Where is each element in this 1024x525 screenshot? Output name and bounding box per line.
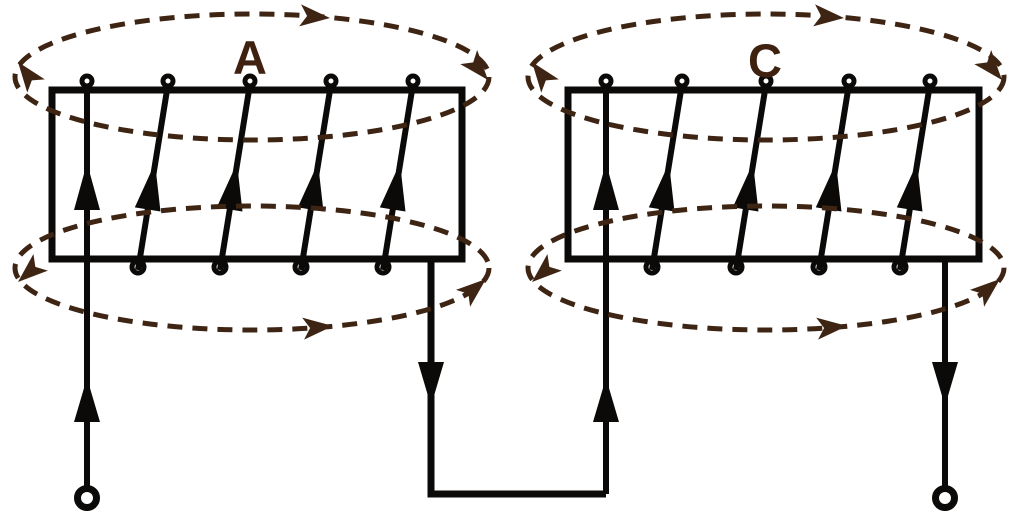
coil-a-top-hook-1	[79, 73, 95, 89]
coil-c-core	[564, 86, 983, 263]
coil-c-bottom-hook-1	[643, 258, 661, 276]
field-arrow-c-upper-top	[813, 4, 844, 27]
coil-a-bottom-hook-3	[292, 258, 310, 276]
current-arrow-input-lead-up	[74, 378, 100, 422]
field-arrow-a-upper-top	[299, 4, 330, 27]
coil-c-top-hook-1	[598, 73, 614, 89]
coil-a-top-hook-4	[323, 73, 339, 89]
terminal-right	[932, 485, 958, 511]
current-arrow-coil-c-winding-2	[648, 163, 675, 212]
current-arrow-coil-a-out-down	[418, 362, 444, 406]
coil-a-top-hook-5	[405, 73, 421, 89]
field-line-coil-c-lower	[525, 203, 1007, 333]
current-arrow-output-lead-down	[932, 362, 958, 406]
coil-c-bottom-hook-3	[810, 258, 828, 276]
coil-a-top-hook-3	[242, 73, 258, 89]
current-arrow-coil-a-winding-1	[74, 163, 100, 210]
current-arrow-coil-a-winding-2	[134, 163, 161, 212]
field-arrow-a-lower-bottom	[302, 317, 333, 340]
coil-a-bottom-hook-1	[129, 258, 147, 276]
coil-a-label: A	[233, 31, 267, 84]
field-line-coil-a-lower	[12, 203, 492, 333]
coil-c-top-hook-3	[758, 73, 774, 89]
field-arrow-a-upper-right	[460, 49, 488, 80]
coil-a-core	[48, 86, 466, 263]
coil-c-top-hook-5	[922, 73, 938, 89]
coil-a-bottom-hook-2	[211, 258, 229, 276]
current-arrow-coil-c-winding-4	[815, 163, 842, 212]
coil-c-top-hook-4	[841, 73, 857, 89]
current-arrow-coil-c-winding-1	[593, 163, 619, 210]
field-arrow-c-upper-left	[532, 62, 559, 93]
coil-a-bottom-hook-4	[374, 258, 392, 276]
current-arrow-coil-a-winding-4	[297, 163, 324, 212]
coil-c-bottom-hook-4	[891, 258, 909, 276]
field-arrow-c-upper-right	[974, 49, 1002, 80]
field-arrow-a-upper-left	[18, 62, 45, 93]
coil-c-bottom-hook-2	[727, 258, 745, 276]
coil-a-top-hook-2	[160, 73, 176, 89]
field-arrow-c-lower-bottom	[816, 317, 847, 340]
terminal-left	[74, 485, 100, 511]
current-arrow-coil-a-winding-3	[216, 163, 243, 212]
current-arrow-coil-c-winding-5	[896, 163, 923, 212]
field-arrow-c-lower-right	[969, 279, 1000, 307]
field-arrow-c-lower-left	[532, 254, 562, 282]
field-line-coil-a-upper	[12, 11, 492, 143]
connector-wire	[427, 259, 606, 498]
field-arrow-a-lower-left	[18, 254, 48, 282]
current-arrow-coil-a-winding-5	[379, 163, 406, 212]
coil-c-label: C	[748, 34, 782, 87]
field-line-coil-c-upper	[525, 11, 1007, 143]
field-arrow-a-lower-right	[455, 279, 486, 307]
current-arrow-coil-c-winding-3	[732, 163, 759, 212]
coil-c-top-hook-2	[674, 73, 690, 89]
current-arrow-coil-c-in-up	[593, 378, 619, 422]
